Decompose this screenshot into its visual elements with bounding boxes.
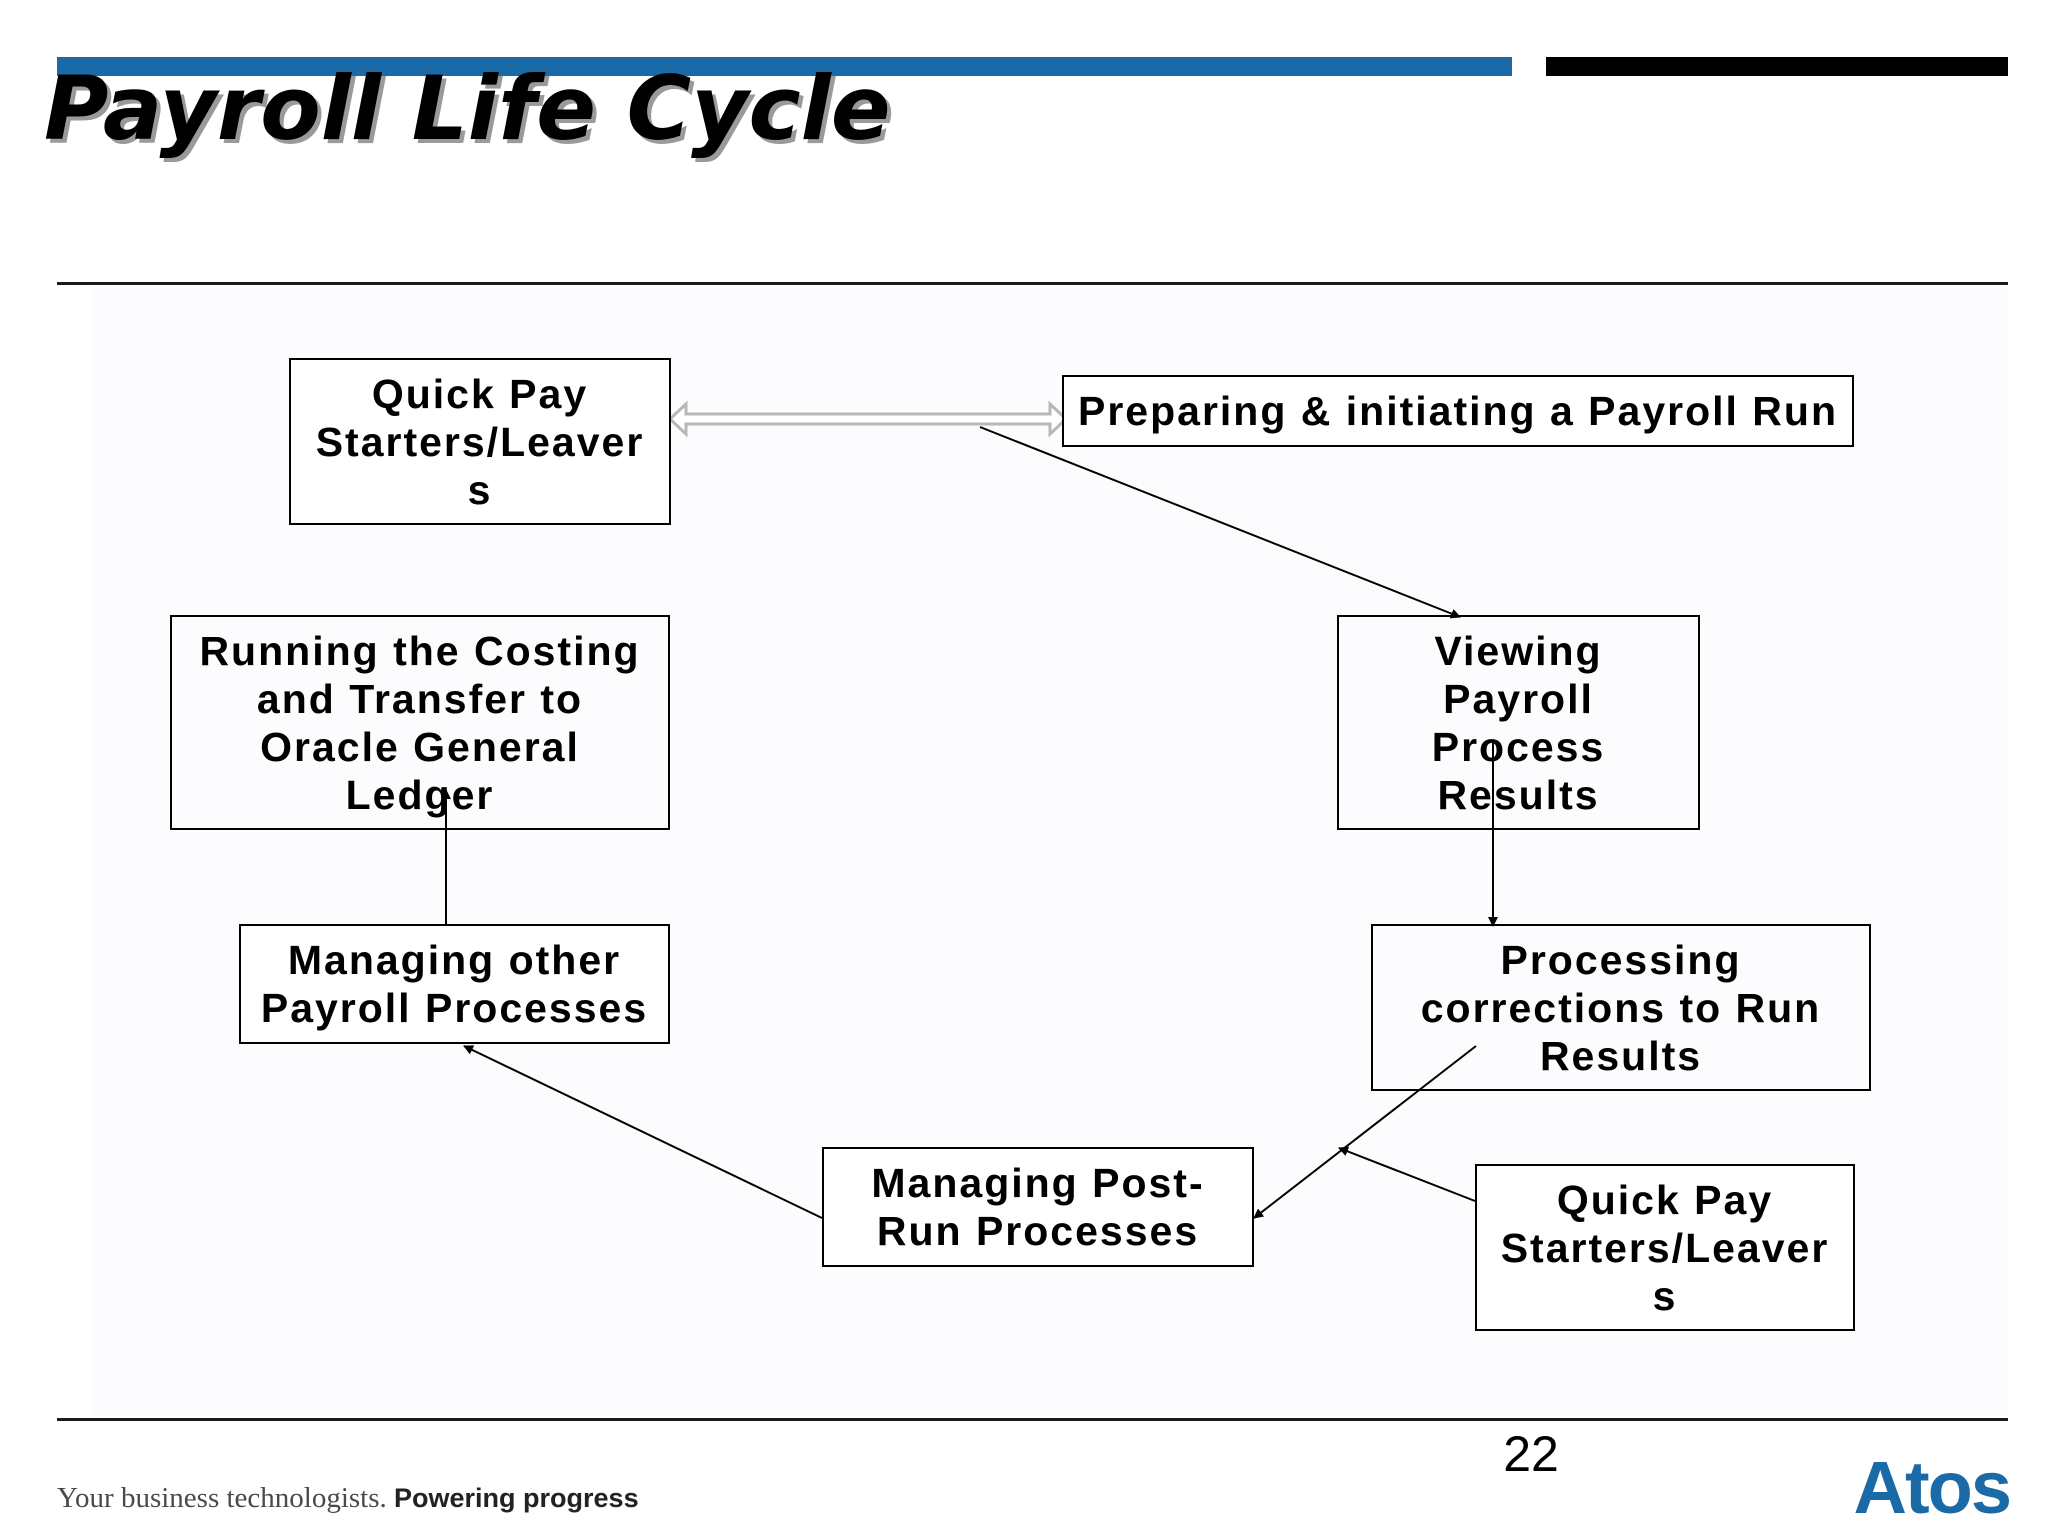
arrow-postrun-to-other [463,1045,823,1219]
box-label: Processing corrections to Run Results [1420,936,1822,1079]
double-arrow-quickpay-to-preparing [667,400,1069,438]
box-quick-pay-bottom: Quick Pay Starters/Leaver s [1475,1164,1855,1331]
tagline-strong-text: Powering progress [394,1483,639,1513]
slide-title: Payroll Life Cycle [44,57,891,160]
box-managing-post-run: Managing Post- Run Processes [822,1147,1254,1267]
box-label: Quick Pay Starters/Leaver s [1500,1176,1830,1319]
header-black-bar [1546,57,2008,76]
box-running-costing: Running the Costing and Transfer to Orac… [170,615,670,830]
bottom-divider [57,1418,2008,1421]
box-viewing-results: Viewing Payroll Process Results [1337,615,1700,830]
header-accent-bar [57,57,1512,76]
box-label: Quick Pay Starters/Leaver s [315,370,645,513]
box-label: Viewing Payroll Process Results [1431,627,1606,818]
box-label: Managing Post- Run Processes [871,1160,1205,1254]
arrow-quickpay-to-postrun [1338,1146,1476,1202]
box-preparing-run: Preparing & initiating a Payroll Run [1062,375,1854,447]
footer-tagline: Your business technologists. Powering pr… [57,1480,639,1516]
box-label: Preparing & initiating a Payroll Run [1078,388,1838,434]
page-number: 22 [1503,1426,1559,1482]
box-quick-pay-top: Quick Pay Starters/Leaver s [289,358,671,525]
tagline-text: Your business technologists. [57,1482,387,1514]
top-divider [57,282,2008,285]
arrow-corrections-to-postrun [1253,1045,1477,1219]
box-managing-other: Managing other Payroll Processes [239,924,670,1044]
arrow-preparing-to-viewing [979,426,1461,619]
box-label: Running the Costing and Transfer to Orac… [199,627,641,818]
box-label: Managing other Payroll Processes [260,937,649,1031]
box-processing-corrections: Processing corrections to Run Results [1371,924,1871,1091]
atos-logo: Atos [1853,1446,2012,1529]
